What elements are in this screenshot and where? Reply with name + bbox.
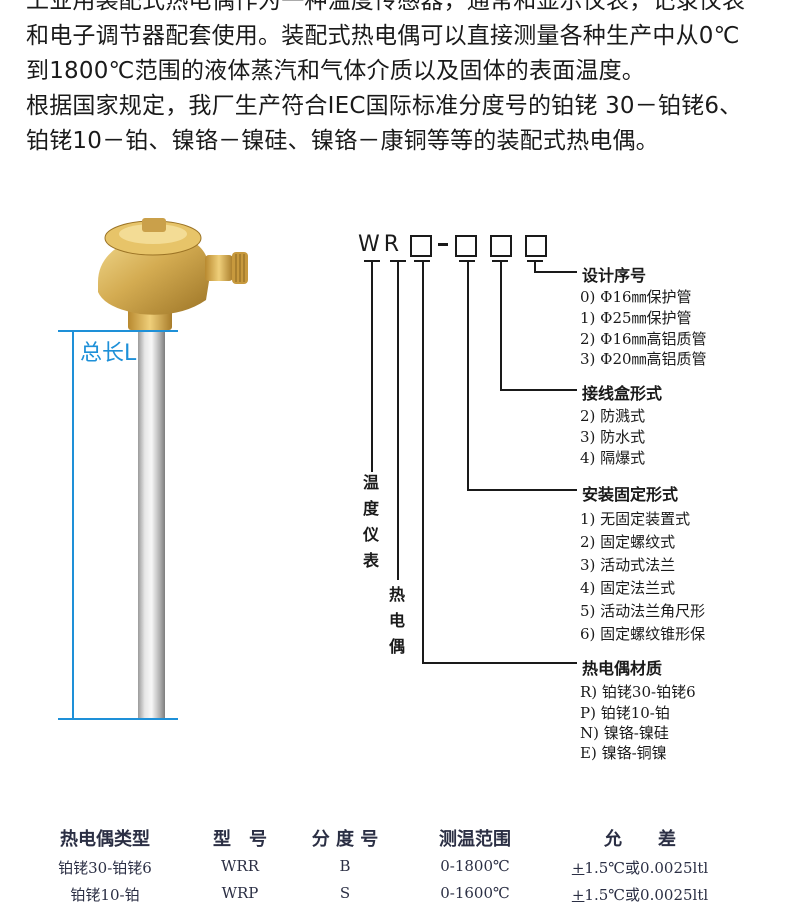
intro-line: 铂铑10－铂、镍铬－镍硅、镍铬－康铜等等的装配式热电偶。: [26, 128, 659, 154]
connector-line: [422, 662, 577, 664]
mounting-item: 2) 固定螺纹式: [580, 533, 676, 551]
tolerance-value: 1.5℃或0.0025ltl: [584, 859, 709, 877]
connector-line: [364, 260, 380, 262]
intro-line: 到1800℃范围的液体蒸汽和气体介质以及固体的表面温度。: [26, 58, 645, 84]
design-item: 0) Φ16㎜保护管: [580, 288, 692, 306]
mounting-item: 5) 活动法兰角尺形: [580, 602, 706, 620]
tolerance-sign: +: [571, 859, 585, 877]
design-item: 1) Φ25㎜保护管: [580, 309, 692, 327]
intro-text: 工业用装配式热电偶作为一种温度传感器，通常和显示仪表，记录仪表 和电子调节器配套…: [26, 0, 786, 159]
material-item: P) 铂铑10-铂: [580, 704, 670, 722]
thermocouple-illustration: [98, 218, 248, 720]
dimension-bottom-line: [58, 718, 178, 720]
cell-range: 0-1800℃: [440, 857, 510, 875]
tolerance-sign: +: [571, 886, 585, 904]
thermocouple-label: 热 电 偶: [388, 585, 405, 656]
mounting-item: 4) 固定法兰式: [580, 579, 676, 597]
cell-model: WRP: [221, 884, 259, 902]
tolerance-value: 1.5℃或0.0025ltl: [584, 886, 709, 904]
code-dash: [438, 243, 448, 246]
design-section-title: 设计序号: [582, 266, 647, 285]
design-item: 2) Φ16㎜高铝质管: [580, 330, 707, 348]
connector-line: [422, 260, 424, 663]
cable-gland: [205, 255, 233, 281]
code-box-material: [410, 235, 432, 257]
mounting-section-title: 安装固定形式: [582, 485, 679, 504]
connector-line: [492, 260, 508, 262]
cell-range: 0-1600℃: [440, 884, 510, 902]
connector-line: [459, 260, 475, 262]
intro-line: 和电子调节器配套使用。装配式热电偶可以直接测量各种生产中从0℃: [26, 23, 740, 49]
cell-tolerance: +1.5℃或0.0025ltl: [555, 857, 725, 878]
intro-line: 根据国家规定，我厂生产符合IEC国际标准分度号的铂铑 30－铂铑6、: [26, 93, 743, 119]
total-length-label: 总长L: [78, 333, 139, 369]
instrument-label: 温 度 仪 表: [362, 473, 379, 570]
connector-line: [414, 260, 430, 262]
header-range: 测温范围: [439, 829, 511, 850]
cell-graduation: S: [339, 884, 351, 902]
connector-line: [371, 260, 373, 472]
cell-tolerance: +1.5℃或0.0025ltl: [555, 884, 725, 905]
connector-line: [527, 260, 543, 262]
material-item: E) 镍铬-铜镍: [580, 744, 667, 762]
cell-type: 铂铑10-铂: [70, 886, 140, 904]
connector-line: [467, 260, 469, 490]
header-graduation: 分 度 号: [311, 829, 379, 850]
cell-graduation: B: [339, 857, 351, 875]
material-item: N) 镍铬-镍硅: [580, 724, 669, 742]
junction-item: 3) 防水式: [580, 428, 646, 446]
material-section-title: 热电偶材质: [582, 659, 663, 678]
dimension-vertical-line: [72, 330, 74, 720]
junction-item: 2) 防溅式: [580, 407, 646, 425]
mounting-item: 1) 无固定装置式: [580, 510, 691, 528]
cell-type: 铂铑30-铂铑6: [58, 859, 152, 877]
connector-line: [397, 260, 399, 580]
junction-head: [98, 234, 210, 315]
table-header: 热电偶类型 型 号 分 度 号 测温范围 允 差: [0, 825, 790, 850]
header-tolerance: 允 差: [604, 829, 676, 850]
table-row: 铂铑10-铂 WRP S 0-1600℃ +1.5℃或0.0025ltl: [0, 884, 790, 908]
header-model: 型 号: [213, 829, 267, 850]
header-type: 热电偶类型: [60, 829, 150, 850]
connector-line: [534, 260, 536, 272]
mounting-item: 3) 活动式法兰: [580, 556, 676, 574]
connector-line: [500, 389, 577, 391]
material-item: R) 铂铑30-铂铑6: [580, 683, 696, 701]
junction-item: 4) 隔爆式: [580, 449, 646, 467]
code-box-junction: [490, 235, 512, 257]
connector-line: [500, 260, 502, 390]
code-box-mounting: [455, 235, 477, 257]
model-code-prefix: WR: [358, 232, 404, 257]
design-item: 3) Φ20㎜高铝质管: [580, 350, 707, 368]
dimension-top-line: [58, 330, 178, 332]
code-box-design: [525, 235, 547, 257]
connector-line: [534, 271, 577, 273]
connector-line: [390, 260, 406, 262]
table-row: 铂铑30-铂铑6 WRR B 0-1800℃ +1.5℃或0.0025ltl: [0, 857, 790, 881]
cell-model: WRR: [220, 857, 259, 875]
mounting-item: 6) 固定螺纹锥形保: [580, 625, 706, 643]
intro-line: 工业用装配式热电偶作为一种温度传感器，通常和显示仪表，记录仪表: [26, 0, 746, 14]
protection-tube: [138, 328, 165, 720]
connector-line: [467, 489, 577, 491]
junction-section-title: 接线盒形式: [582, 384, 663, 403]
